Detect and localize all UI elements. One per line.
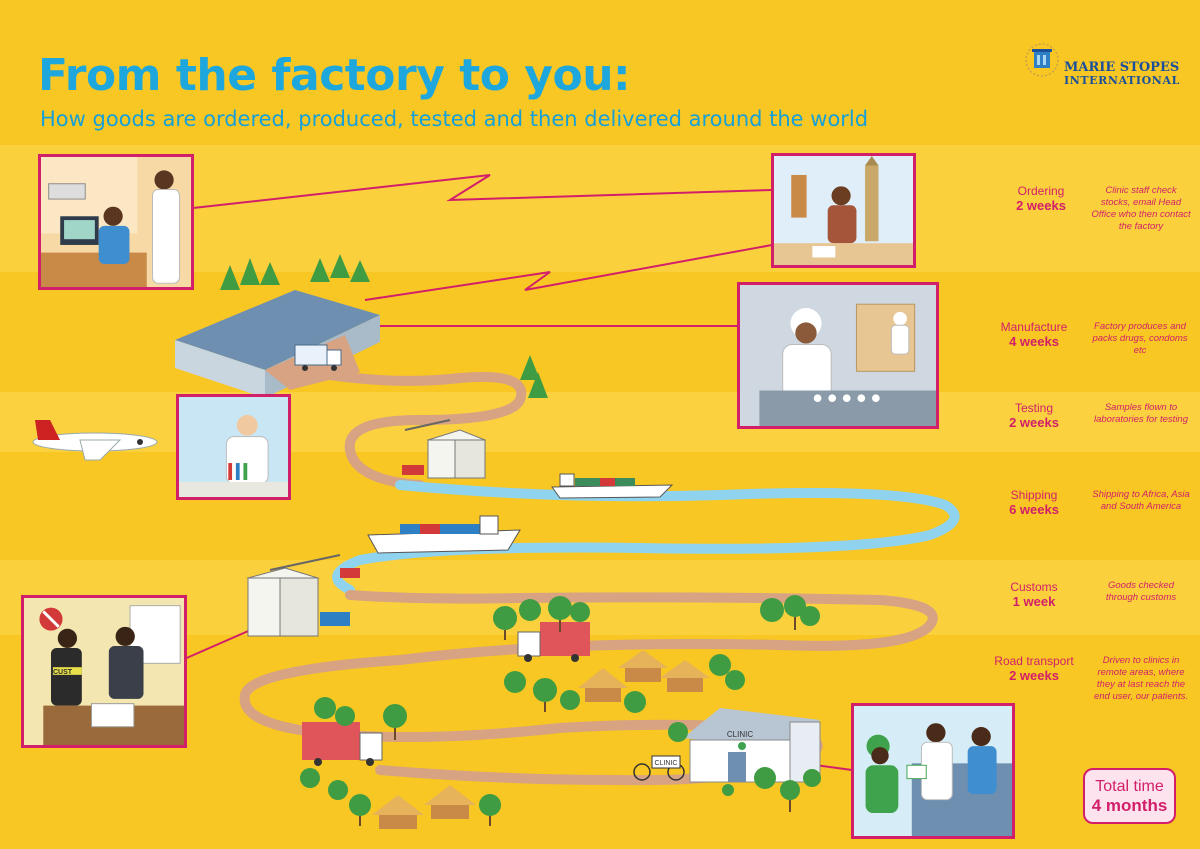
trees-factory [220, 254, 548, 398]
stage-ordering: Ordering 2 weeks [981, 184, 1101, 214]
total-time-badge: Total time 4 months [1083, 768, 1176, 824]
stage-name: Manufacture [1000, 320, 1068, 334]
panel-clinic-office [38, 154, 194, 290]
logo-emblem-icon [1025, 43, 1059, 77]
stage-shipping: Shipping 6 weeks [974, 488, 1094, 518]
logo-line-1: MARIE STOPES [1064, 60, 1180, 75]
cargo-ship-1 [551, 473, 674, 499]
stage-duration: 2 weeks [1009, 415, 1059, 430]
stage-name: Shipping [1010, 488, 1058, 502]
panel-customs: CUST [21, 595, 187, 748]
road-upper [325, 370, 527, 490]
stage-duration: 6 weeks [1009, 502, 1059, 517]
stage-customs-description: Goods checked through customs [1105, 580, 1177, 603]
stage-testing: Testing 2 weeks [974, 401, 1094, 431]
stage-ordering-description: Clinic staff check stocks, email Head Of… [1091, 185, 1191, 232]
panel-head-office [771, 153, 916, 268]
stage-name: Ordering [1017, 184, 1065, 198]
stage-customs: Customs 1 week [974, 580, 1094, 610]
huts [372, 650, 710, 829]
factory-truck [294, 344, 342, 371]
stage-duration: 4 weeks [1009, 334, 1059, 349]
stage-duration: 2 weeks [1009, 668, 1059, 683]
panel-factory-worker [737, 282, 939, 429]
stage-name: Customs [1010, 580, 1058, 594]
stage-shipping-description: Shipping to Africa, Asia and South Ameri… [1092, 489, 1190, 512]
stage-manufacture-description: Factory produces and packs drugs, condom… [1092, 321, 1188, 356]
stage-testing-description: Samples flown to laboratories for testin… [1094, 402, 1188, 425]
clinic-sign: CLINIC [727, 730, 753, 739]
marie-stopes-logo: MARIE STOPES INTERNATIONAL [1024, 38, 1179, 88]
stage-duration: 1 week [1012, 594, 1056, 609]
delivery-truck-1 [517, 622, 590, 662]
panel-lab-testing [176, 394, 291, 500]
stage-name: Road transport [994, 654, 1074, 668]
cargo-ship-2 [367, 515, 521, 554]
stage-duration: 2 weeks [1016, 198, 1066, 213]
airplane [32, 420, 158, 461]
total-time-label: Total time [1095, 778, 1164, 795]
logo-line-2: INTERNATIONAL [1064, 74, 1180, 87]
tree-trunks [359, 617, 796, 826]
clinic-building [683, 708, 821, 783]
page-title: From the factory to you: [38, 50, 631, 101]
trees-village [300, 595, 821, 816]
total-time-value: 4 months [1091, 796, 1168, 815]
stage-road-transport-description: Driven to clinics in remote areas, where… [1093, 655, 1188, 702]
page-subtitle: How goods are ordered, produced, tested … [40, 107, 869, 131]
panel-patient-clinic [851, 703, 1015, 839]
delivery-truck-2 [302, 722, 383, 766]
clinic-bicycle [633, 755, 685, 781]
stage-road-transport: Road transport 2 weeks [974, 654, 1094, 684]
bike-sign: CLINIC [655, 760, 678, 767]
connector-lines [181, 174, 853, 771]
customs-vest-label: CUST [53, 669, 73, 676]
river [332, 480, 960, 595]
stage-manufacture: Manufacture 4 weeks [974, 320, 1094, 350]
port-warehouse-2 [246, 554, 360, 637]
stage-name: Testing [1014, 401, 1054, 415]
port-warehouse-1 [402, 419, 487, 479]
